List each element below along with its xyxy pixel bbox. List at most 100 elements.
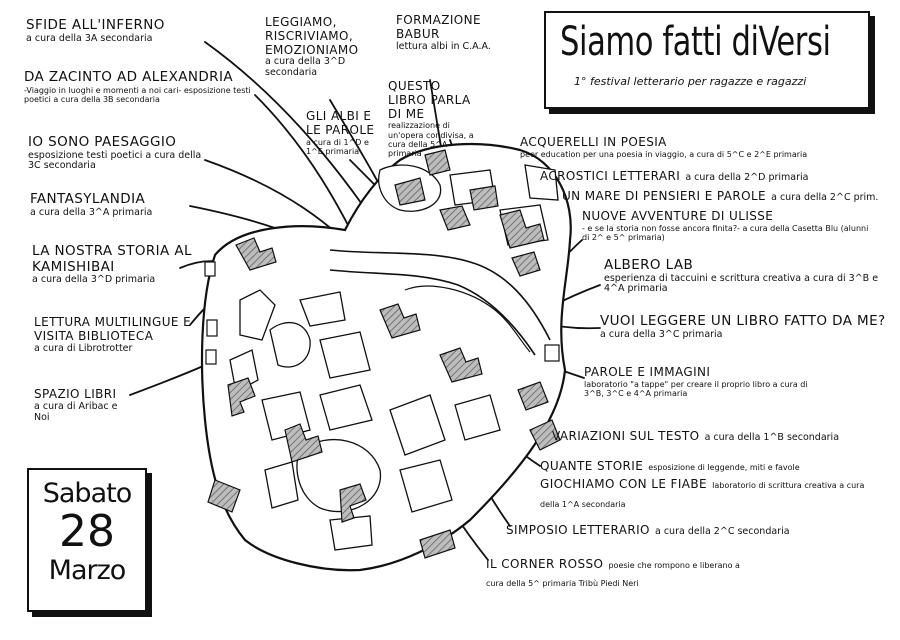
event-label: ACQUERELLI IN POESIA peer education per … — [520, 135, 820, 159]
event-detail: poesie che rompono e liberano a cura del… — [486, 561, 740, 589]
event-title: GLI ALBI E LE PAROLE — [306, 109, 375, 137]
building — [227, 377, 256, 417]
event-detail: laboratorio di scrittura creativa a cura… — [540, 481, 865, 509]
event-detail: laboratorio "a tappe" per creare il prop… — [584, 379, 808, 398]
event-label: QUESTO LIBRO PARLA DI ME realizzazione d… — [388, 79, 476, 158]
event-label: GLI ALBI E LE PAROLE a cura di 1^D e 1^E… — [306, 109, 376, 156]
festival-title: Siamo fatti diVersi — [560, 19, 831, 65]
event-detail: - e se la storia non fosse ancora finita… — [582, 223, 869, 242]
event-title: IO SONO PAESAGGIO — [28, 134, 177, 150]
event-label: SFIDE ALL'INFERNO a cura della 3A second… — [26, 17, 226, 44]
building — [499, 209, 545, 249]
event-title: VARIAZIONI SUL TESTO — [552, 429, 700, 443]
event-title: SPAZIO LIBRI — [34, 387, 117, 401]
event-title: FORMAZIONE BABUR — [396, 13, 482, 41]
event-label: IO SONO PAESAGGIO esposizione testi poet… — [28, 134, 208, 172]
building — [235, 237, 277, 271]
building — [529, 419, 561, 451]
event-label: SIMPOSIO LETTERARIO a cura della 2^C sec… — [506, 520, 790, 538]
event-label: NUOVE AVVENTURE DI ULISSE - e se la stor… — [582, 209, 872, 242]
city-block — [299, 291, 346, 327]
event-label: LA NOSTRA STORIA AL KAMISHIBAI a cura de… — [32, 243, 192, 286]
city-block — [389, 394, 446, 456]
building — [284, 423, 323, 463]
city-block — [264, 461, 299, 509]
event-title: NUOVE AVVENTURE DI ULISSE — [582, 209, 774, 223]
small-building — [206, 319, 218, 337]
event-title: GIOCHIAMO CON LE FIABE — [540, 477, 708, 492]
building — [394, 177, 426, 206]
event-detail: a cura della 3A secondaria — [26, 32, 153, 44]
city-block — [319, 384, 373, 431]
event-label: VARIAZIONI SUL TESTO a cura della 1^B se… — [552, 426, 839, 444]
festival-title-box: Siamo fatti diVersi 1° festival letterar… — [544, 11, 870, 109]
event-detail: esperienza di taccuini e scrittura creat… — [604, 272, 879, 295]
event-title: ACQUERELLI IN POESIA — [520, 135, 667, 149]
event-detail: realizzazione di un'opera condivisa, a c… — [388, 121, 474, 158]
event-detail: peer education per una poesia in viaggio… — [520, 149, 808, 159]
canal — [329, 249, 551, 356]
building — [339, 483, 367, 523]
event-label: FANTASYLANDIA a cura della 3^A primaria — [30, 191, 210, 218]
event-detail: a cura della 2^C secondaria — [654, 526, 790, 537]
event-label: SPAZIO LIBRI a cura di Aribac e Noi — [34, 387, 129, 424]
city-block — [524, 164, 559, 201]
city-block — [319, 331, 371, 379]
event-label: FORMAZIONE BABUR lettura albi in C.A.A. — [396, 13, 506, 53]
event-title: UN MARE DI PENSIERI E PAROLE — [562, 189, 767, 203]
event-detail: a cura di 1^D e 1^E primaria — [306, 137, 369, 156]
date-month: Marzo — [48, 555, 127, 586]
event-title: PAROLE E IMMAGINI — [584, 365, 711, 379]
event-label: IL CORNER ROSSO poesie che rompono e lib… — [486, 554, 746, 591]
event-title: IL CORNER ROSSO — [486, 557, 604, 571]
event-detail: a cura della 1^B secondaria — [704, 432, 840, 443]
event-title: LETTURA MULTILINGUE e VISITA BIBLIOTECA — [34, 315, 192, 343]
event-title: FANTASYLANDIA — [30, 191, 146, 207]
event-detail: a cura di Librotrotter — [34, 342, 133, 354]
building — [511, 251, 541, 277]
city-block — [399, 459, 453, 513]
event-detail: a cura della 2^D primaria — [685, 172, 809, 183]
city-block — [329, 515, 373, 551]
building — [439, 205, 471, 231]
event-detail: esposizione testi poetici a cura della 3… — [28, 149, 202, 172]
building — [469, 185, 499, 211]
event-date-box: Sabato 28 Marzo — [27, 468, 147, 612]
event-detail: -Viaggio in luoghi e momenti a noi cari-… — [24, 85, 251, 104]
event-title: SIMPOSIO LETTERARIO — [506, 523, 650, 537]
event-title: QUESTO LIBRO PARLA DI ME — [388, 79, 471, 121]
event-detail: esposizione di leggende, miti e favole — [648, 463, 800, 472]
event-title: ALBERO LAB — [604, 257, 694, 273]
event-label: LETTURA MULTILINGUE e VISITA BIBLIOTECA … — [34, 315, 194, 355]
canal-inner — [404, 285, 531, 353]
event-label: QUANTE STORIE esposizione di leggende, m… — [540, 456, 870, 511]
event-detail: a cura della 3^D secondaria — [265, 56, 346, 79]
date-day-number: 28 — [59, 506, 115, 557]
building — [419, 529, 456, 559]
city-block — [239, 289, 276, 341]
event-label: ACROSTICI LETTERARI a cura della 2^D pri… — [540, 166, 809, 184]
date-day-name: Sabato — [42, 478, 132, 509]
event-title: LA NOSTRA STORIA AL KAMISHIBAI — [32, 243, 192, 275]
event-label: LEGGIAMO, RISCRIVIAMO, EMOZIONIAMO a cur… — [265, 15, 365, 79]
event-label: ALBERO LAB esperienza di taccuini e scri… — [604, 257, 884, 295]
city-block — [454, 394, 501, 441]
event-label: VUOI LEGGERE UN LIBRO FATTO DA ME? a cur… — [600, 313, 890, 340]
event-label: UN MARE DI PENSIERI E PAROLE a cura dell… — [562, 186, 878, 204]
building — [424, 149, 451, 176]
event-title: QUANTE STORIE — [540, 459, 644, 473]
city-block — [269, 321, 311, 368]
building — [207, 479, 241, 513]
small-building — [205, 349, 217, 365]
building — [439, 347, 483, 383]
building — [379, 303, 421, 339]
event-title: ACROSTICI LETTERARI — [540, 169, 681, 183]
event-title: DA ZACINTO AD ALEXANDRIA — [24, 69, 233, 85]
event-detail: a cura della 2^C prim. — [771, 192, 879, 203]
event-detail: a cura della 3^C primaria — [600, 328, 723, 340]
building — [517, 381, 549, 411]
event-title: SFIDE ALL'INFERNO — [26, 17, 165, 33]
small-building — [544, 344, 560, 362]
event-detail: lettura albi in C.A.A. — [396, 40, 491, 52]
